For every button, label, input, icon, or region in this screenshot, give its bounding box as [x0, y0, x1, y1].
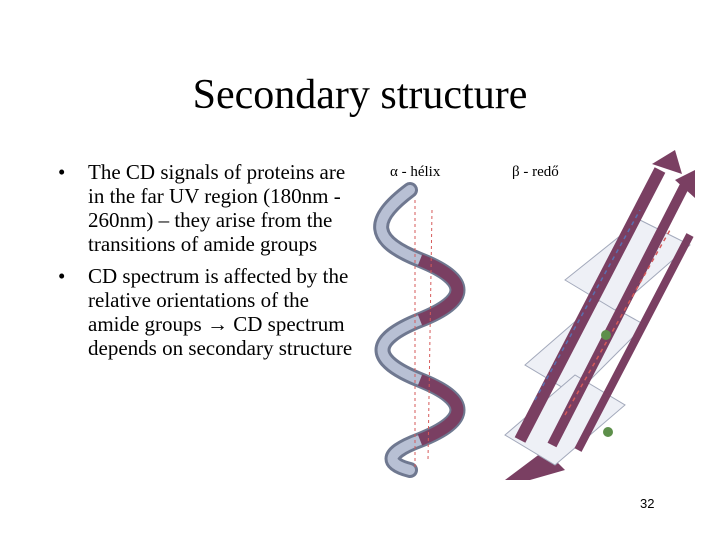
- bullet-symbol: •: [58, 264, 66, 288]
- bullet-text: CD spectrum is affected by the relative …: [88, 264, 353, 360]
- secondary-structure-figure: [373, 150, 695, 480]
- bullet-list: • The CD signals of proteins are in the …: [58, 160, 358, 368]
- beta-sheet-illustration: [504, 150, 695, 480]
- bullet-symbol: •: [58, 160, 66, 184]
- bullet-text: The CD signals of proteins are in the fa…: [88, 160, 346, 256]
- beta-sheet-label: β - redő: [512, 164, 559, 180]
- bullet-item: • The CD signals of proteins are in the …: [58, 160, 358, 256]
- page-number: 32: [640, 496, 655, 511]
- slide-title: Secondary structure: [192, 72, 528, 118]
- bullet-item: • CD spectrum is affected by the relativ…: [58, 264, 358, 360]
- alpha-helix-label: α - hélix: [390, 164, 441, 180]
- alpha-helix-illustration: [373, 182, 466, 478]
